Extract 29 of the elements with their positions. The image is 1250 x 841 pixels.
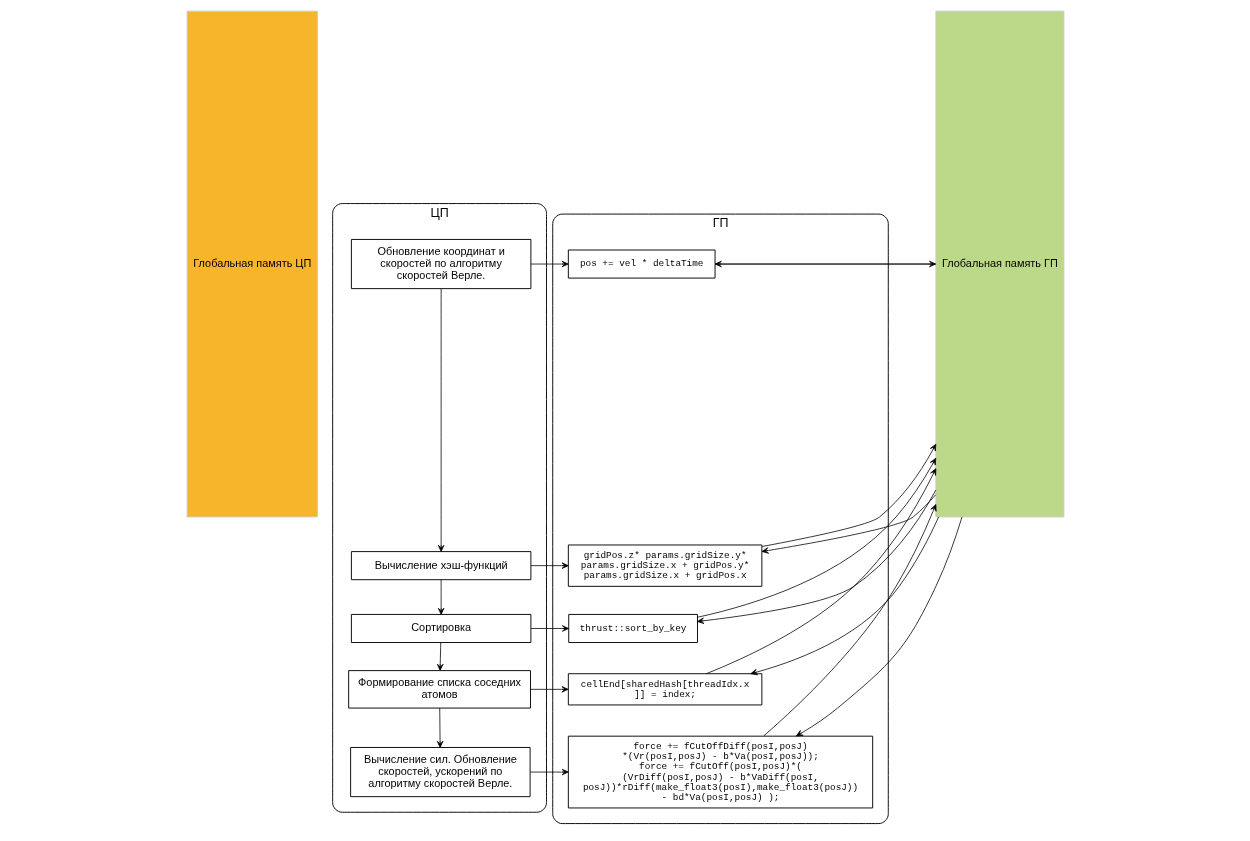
node-box: pos += vel * deltaTime [567, 249, 715, 279]
arrow [762, 504, 936, 737]
arrow [530, 562, 569, 569]
node-box: thrust::sort_by_key [567, 613, 698, 643]
arrow [761, 443, 936, 547]
arrow [749, 516, 939, 676]
arrow [529, 768, 569, 776]
node-box: Глобальная память ГП [934, 10, 1064, 518]
arrow [696, 489, 936, 624]
node-box: Сортировка [350, 613, 531, 643]
arrow [529, 686, 568, 693]
arrow [437, 579, 444, 615]
arrow [437, 288, 444, 552]
arrow [795, 516, 962, 737]
arrow [696, 457, 936, 618]
arrow [530, 260, 569, 268]
node-box: cellEnd[sharedHash[threadIdx.x ]] = index; [567, 673, 762, 706]
node-box: gridPos.z* params.gridSize.y* params.gridSize.x + gridPos.y* params.gridSize.x + gridPos.x [567, 544, 762, 587]
node-box: Формирование списка соседних атомов [347, 670, 531, 709]
arrow [530, 625, 569, 632]
arrow [705, 468, 936, 675]
node-box: force += fCutOffDiff(posI,posJ) *(Vr(posI,posJ) - b*Va(posI,posJ)); force += fCutOff(posI,posJ)*( (VrDiff(posI,posJ) - b*VaDiff(posI, posJ))*rDiff(make_float3(posI),make_float3(posJ)) - bd*Va(posI,posJ) ); [567, 735, 873, 809]
node-box: Обновление координат и скоростей по алгоритму скоростей Верле. [350, 239, 531, 290]
arrow [761, 494, 936, 554]
node-box: Вычисление сил. Обновление скоростей, ускорений по алгоритму скоростей Верле. [349, 747, 531, 798]
node-box: Вычисление хэш-функций [350, 551, 531, 581]
arrow [436, 707, 443, 748]
arrow [436, 642, 443, 671]
node-box: Глобальная память ЦП [186, 10, 318, 518]
